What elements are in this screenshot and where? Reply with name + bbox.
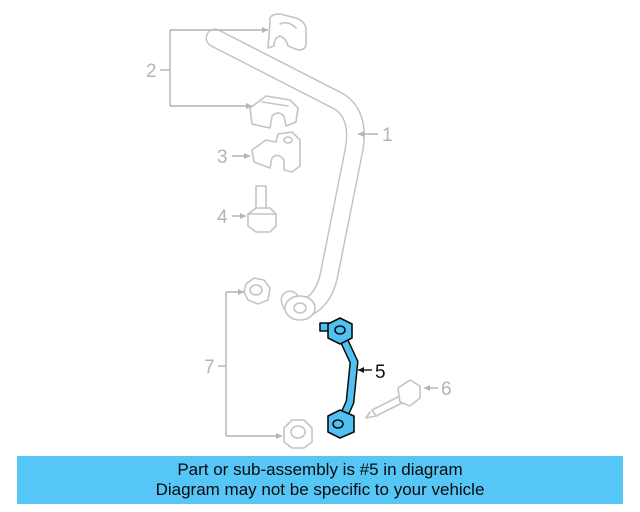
bolt-4 [247, 185, 277, 233]
stabilizer-bar [205, 28, 365, 321]
nut-upper [243, 277, 271, 305]
callout-3: 3 [217, 147, 228, 168]
bracket-lower [249, 95, 299, 129]
leader-lines [160, 27, 438, 439]
banner-line-disclaimer: Diagram may not be specific to your vehi… [155, 480, 485, 499]
callout-5: 5 [375, 362, 386, 383]
banner-line-part-number: Part or sub-assembly is #5 in diagram [177, 460, 463, 479]
callout-6: 6 [441, 379, 452, 400]
callout-2: 2 [146, 61, 157, 82]
bolt-6 [365, 379, 421, 419]
callout-7: 7 [204, 357, 215, 378]
bushing-upper [267, 13, 307, 51]
stabilizer-link-highlighted [319, 317, 359, 439]
bracket-3 [251, 131, 301, 173]
info-banner: Part or sub-assembly is #5 in diagram Di… [17, 456, 623, 504]
nut-lower [283, 419, 313, 449]
parts-diagram: 2 1 3 4 5 6 7 [146, 13, 452, 449]
callout-1: 1 [382, 125, 393, 146]
callout-4: 4 [217, 207, 228, 228]
